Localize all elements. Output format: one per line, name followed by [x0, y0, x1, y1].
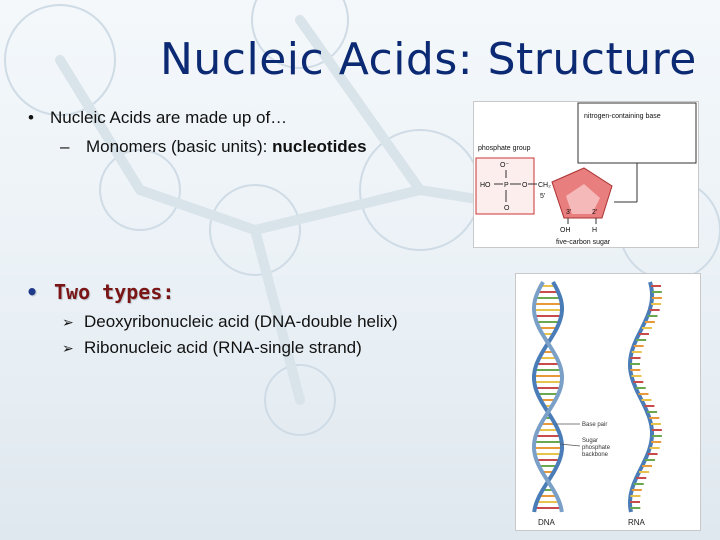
type-item-rna: ➢ Ribonucleic acid (RNA-single strand): [62, 338, 362, 358]
nucleotide-diagram-svg: nitrogen-containing base phosphate group…: [475, 102, 697, 246]
backbone-pointer: [559, 443, 581, 447]
oxygen-minus-label: O⁻: [500, 162, 509, 169]
base-pair-rungs: [534, 285, 562, 509]
type-text: Ribonucleic acid (RNA-single strand): [84, 338, 362, 357]
oh-label: OH: [560, 227, 571, 234]
rna-strand: [628, 281, 654, 513]
bullet-nucleic-acids: • Nucleic Acids are made up of…: [28, 108, 287, 128]
base-label: nitrogen-containing base: [584, 113, 661, 120]
helix-diagram-svg: Base pair Sugar phosphate backbone DNA R…: [532, 281, 662, 527]
arrow-bullet-icon: ➢: [62, 340, 74, 356]
phosphate-group-box: [475, 157, 535, 215]
type-item-dna: ➢ Deoxyribonucleic acid (DNA-double helix…: [62, 312, 398, 332]
backbone-label-line2: phosphate: [582, 445, 611, 451]
bullet-two-types: • Two types:: [26, 280, 174, 304]
sugar-label: five-carbon sugar: [556, 239, 611, 246]
hydrogen-label: H: [592, 227, 597, 234]
dna-label: DNA: [538, 518, 556, 527]
dna-strand-2: [532, 281, 564, 513]
backbone-label-line1: Sugar: [582, 438, 598, 444]
carbon-5-label: 5': [540, 193, 545, 200]
ch2-label: CH₂: [538, 182, 551, 189]
base-pair-label: Base pair: [582, 422, 607, 428]
dash-marker: –: [60, 137, 70, 156]
rna-label: RNA: [628, 518, 646, 527]
carbon-3-label: 3': [566, 209, 571, 216]
sub-bullet-text: Monomers (basic units):: [86, 137, 273, 156]
nucleotide-diagram: nitrogen-containing base phosphate group…: [473, 101, 699, 248]
dna-rna-helix-diagram: Base pair Sugar phosphate backbone DNA R…: [515, 273, 701, 531]
sub-bullet-monomers: –Monomers (basic units): nucleotides: [60, 137, 367, 157]
oxygen-label: O: [522, 182, 528, 189]
base-label-box: [577, 102, 697, 164]
phosphate-label: phosphate group: [478, 145, 531, 152]
carbon-2-label: 2': [592, 209, 597, 216]
phosphorus-label: P: [504, 182, 509, 189]
dna-strand-1: [532, 281, 564, 513]
type-text: Deoxyribonucleic acid (DNA-double helix): [84, 312, 398, 331]
bullet-heading: Two types:: [54, 280, 175, 304]
bullet-dot: •: [28, 108, 34, 127]
sugar-ring-inner: [566, 184, 600, 214]
bullet-text: Nucleic Acids are made up of…: [50, 108, 288, 127]
rna-bases: [630, 285, 662, 509]
arrow-bullet-icon: ➢: [62, 314, 74, 330]
sub-bullet-bold-term: nucleotides: [272, 137, 367, 156]
hydroxyl-label: HO: [480, 182, 491, 189]
slide-title: Nucleic Acids: Structure: [160, 34, 697, 85]
bullet-dot: •: [26, 280, 39, 304]
oxygen-bottom-label: O: [504, 205, 510, 212]
backbone-label-line3: backbone: [582, 452, 609, 458]
